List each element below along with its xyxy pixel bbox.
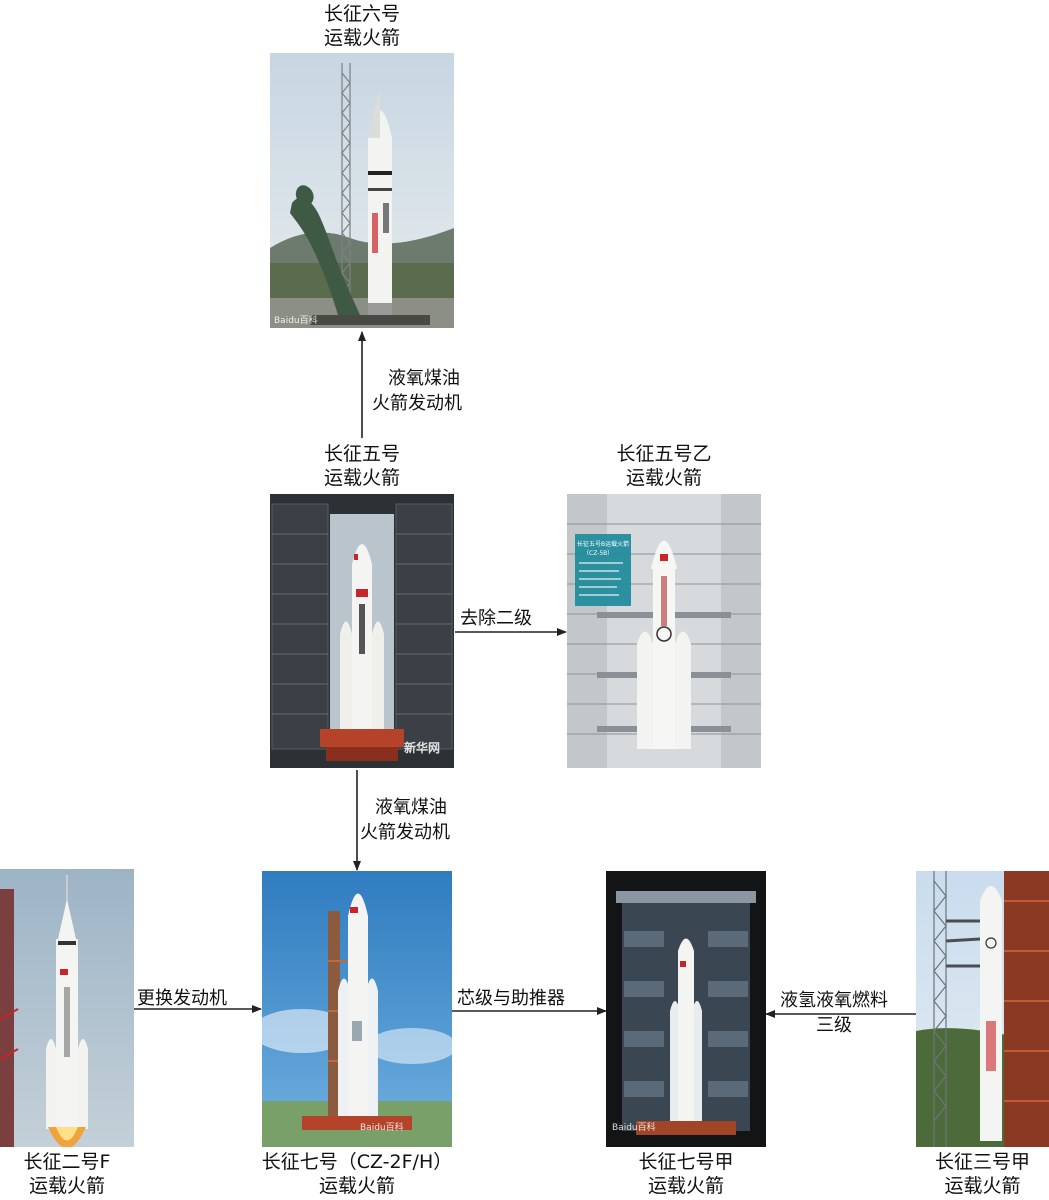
rocket-photo-cz7a: Baidu百科 <box>606 871 766 1147</box>
node-sub: 运载火箭 <box>625 467 702 489</box>
edge-label-cz5-cz7: 液氧煤油 火箭发动机 <box>360 797 450 843</box>
node-sub: 运载火箭 <box>944 1175 1021 1197</box>
node-caption-cz5b: 长征五号乙 运载火箭 <box>567 442 761 490</box>
node-sub: 运载火箭 <box>647 1175 724 1197</box>
edge-label-cz5-cz6: 液氧煤油 火箭发动机 <box>372 368 462 414</box>
info-panel-code: （CZ-5B） <box>583 550 614 557</box>
watermark: 新华网 <box>404 741 441 755</box>
edge-label-cz3a-cz7a: 液氢液氧燃料 三级 <box>780 990 888 1036</box>
watermark: Baidu百科 <box>612 1123 656 1133</box>
rocket-photo-cz6: Baidu百科 <box>270 53 454 328</box>
node-name: 长征五号乙 <box>616 443 712 465</box>
edge-label-cz7-cz7a: 芯级与助推器 <box>457 988 565 1009</box>
watermark: Baidu百科 <box>360 1123 404 1133</box>
node-caption-cz6: 长征六号 运载火箭 <box>270 2 454 50</box>
node-sub: 运载火箭 <box>323 27 400 49</box>
node-caption-cz2f: 长征二号F 运载火箭 <box>0 1150 134 1198</box>
watermark: Baidu百科 <box>274 316 318 326</box>
node-name: 长征三号甲 <box>934 1151 1030 1173</box>
rocket-photo-cz2f <box>0 869 134 1147</box>
rocket-photo-cz5b: 长征五号B运载火箭 （CZ-5B） <box>567 494 761 768</box>
node-name: 长征二号F <box>23 1151 111 1173</box>
node-name: 长征五号 <box>323 443 400 465</box>
edge-label-cz5-cz5b: 去除二级 <box>460 608 532 629</box>
rocket-photo-cz3a <box>916 871 1049 1147</box>
rocket-photo-cz7: Baidu百科 <box>262 871 452 1147</box>
node-caption-cz5: 长征五号 运载火箭 <box>270 442 454 490</box>
node-caption-cz7: 长征七号（CZ-2F/H） 运载火箭 <box>230 1150 484 1198</box>
info-panel-title: 长征五号B运载火箭 <box>577 541 630 548</box>
node-sub: 运载火箭 <box>318 1175 395 1197</box>
node-name: 长征六号 <box>323 3 400 25</box>
edge-label-cz2f-cz7: 更换发动机 <box>137 988 227 1009</box>
node-sub: 运载火箭 <box>28 1175 105 1197</box>
node-sub: 运载火箭 <box>323 467 400 489</box>
node-caption-cz7a: 长征七号甲 运载火箭 <box>606 1150 766 1198</box>
node-name: 长征七号甲 <box>638 1151 734 1173</box>
node-caption-cz3a: 长征三号甲 运载火箭 <box>916 1150 1049 1198</box>
rocket-photo-cz5: 新华网 <box>270 494 454 768</box>
node-name: 长征七号（CZ-2F/H） <box>261 1151 453 1173</box>
